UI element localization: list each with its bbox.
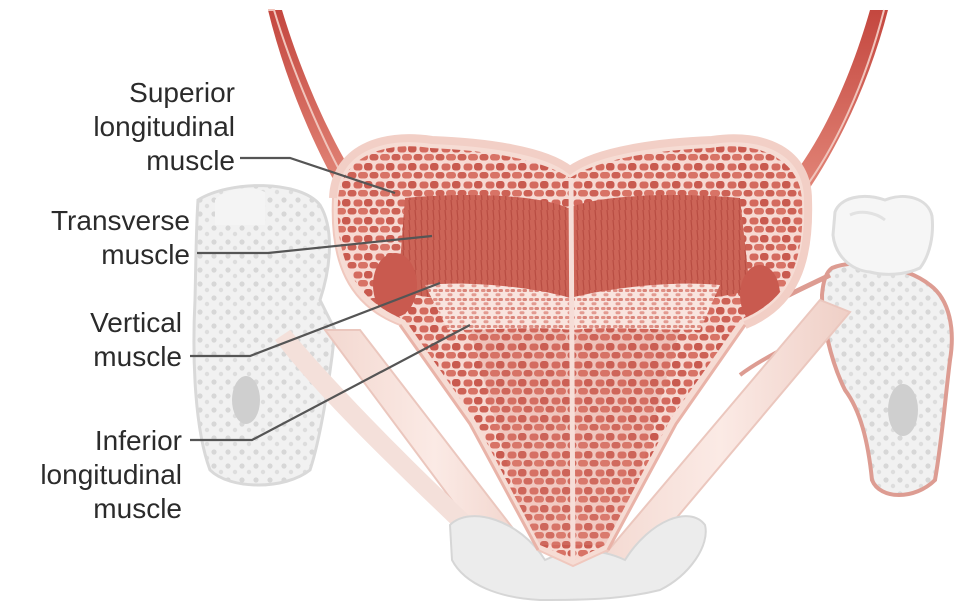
inferior-label-line-2: longitudinal bbox=[40, 458, 182, 492]
vertical-label-line-2: muscle bbox=[90, 340, 182, 374]
superior-label-line-1: Superior bbox=[93, 76, 235, 110]
tongue-body bbox=[330, 138, 810, 570]
vertical-label-line-1: Vertical bbox=[90, 306, 182, 340]
superior-label-line-3: muscle bbox=[93, 144, 235, 178]
right-molar-tooth bbox=[833, 196, 933, 274]
transverse-label-line-1: Transverse bbox=[51, 204, 190, 238]
inferior-label-line-3: muscle bbox=[40, 492, 182, 526]
inferior-label-line-1: Inferior bbox=[40, 424, 182, 458]
superior-label-line-2: longitudinal bbox=[93, 110, 235, 144]
inferior-longitudinal-muscle-label: Inferior longitudinal muscle bbox=[40, 424, 182, 526]
transverse-muscle-label: Transverse muscle bbox=[51, 204, 190, 272]
superior-longitudinal-muscle-label: Superior longitudinal muscle bbox=[93, 76, 235, 178]
vertical-muscle-label: Vertical muscle bbox=[90, 306, 182, 374]
transverse-label-line-2: muscle bbox=[51, 238, 190, 272]
